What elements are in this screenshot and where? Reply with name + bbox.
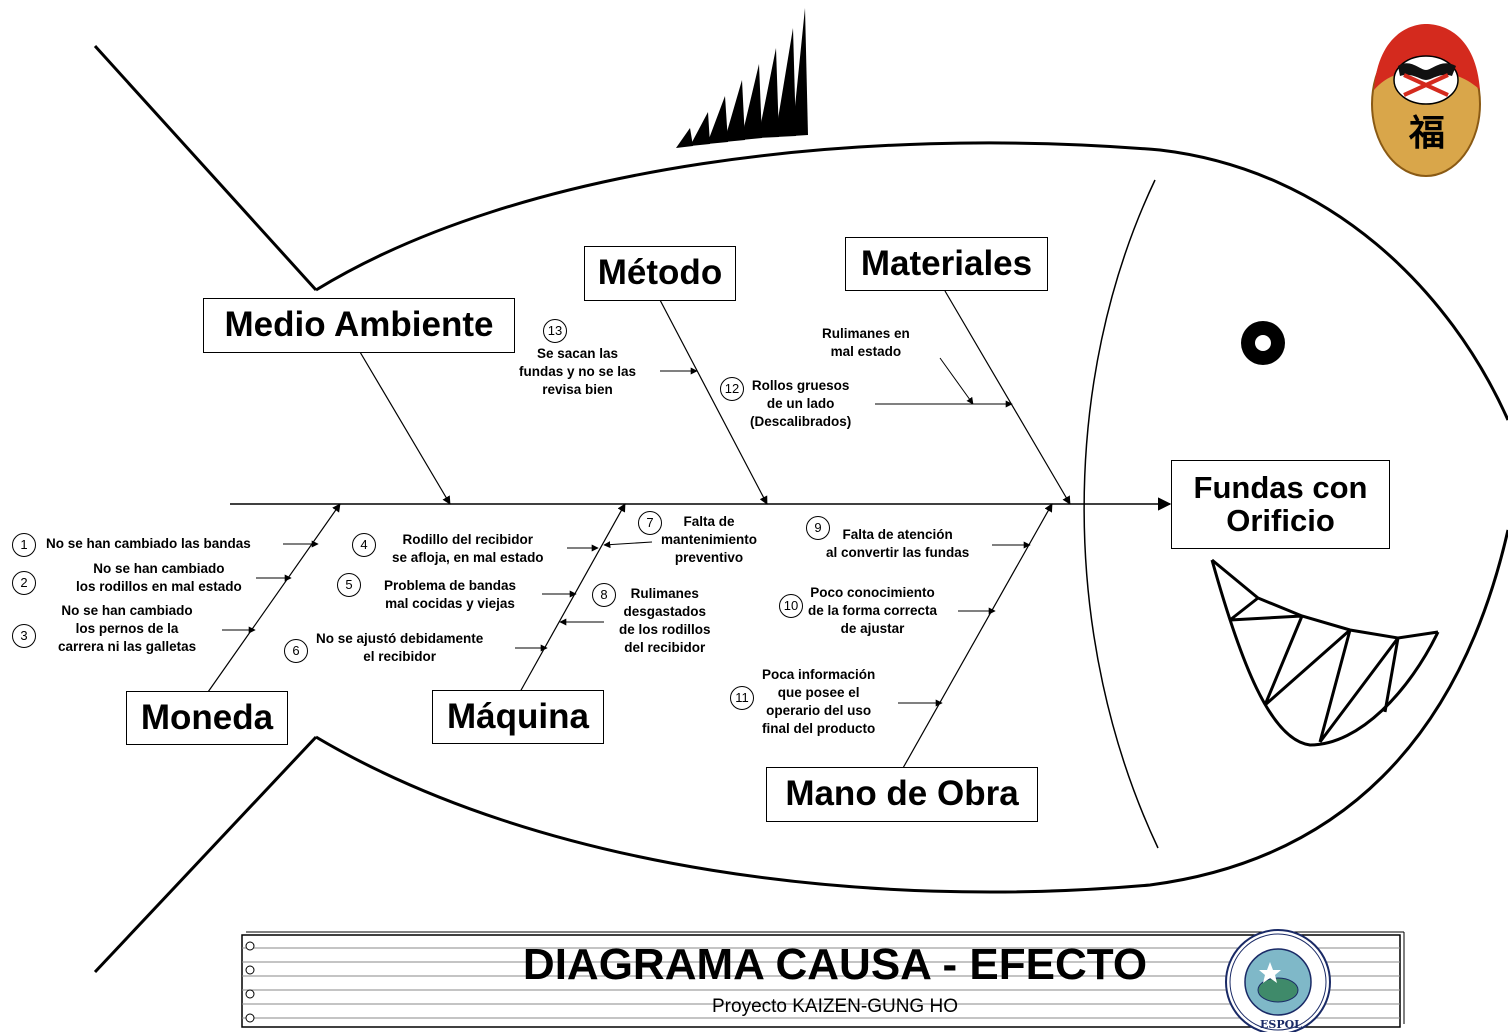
category-maquina: Máquina xyxy=(432,690,604,744)
category-metodo: Método xyxy=(584,246,736,301)
bone-materiales xyxy=(944,290,1071,505)
cause-number: 3 xyxy=(12,624,36,648)
category-mano-obra: Mano de Obra xyxy=(766,767,1038,822)
espol-seal xyxy=(1225,929,1331,1032)
daruma-glyph: 福 xyxy=(1408,113,1445,154)
tail-lower xyxy=(93,735,318,974)
cause-number: 10 xyxy=(779,594,803,618)
category-medio-ambiente: Medio Ambiente xyxy=(203,298,515,353)
diagram-title: DIAGRAMA CAUSA - EFECTO xyxy=(522,940,1148,989)
category-moneda: Moneda xyxy=(126,691,288,745)
cause-number: 7 xyxy=(638,511,662,535)
bone-medio-ambiente xyxy=(359,351,451,505)
gill-line xyxy=(1083,179,1159,849)
fish-mouth xyxy=(1210,558,1440,747)
cause-number: 12 xyxy=(720,377,744,401)
cause-number: 13 xyxy=(543,319,567,343)
effect-box: Fundas con Orificio xyxy=(1171,460,1390,549)
fish-body-bottom xyxy=(315,529,1508,894)
daruma-doll xyxy=(1371,24,1481,177)
fish-body-top xyxy=(315,141,1508,421)
cause-arrows xyxy=(222,357,1031,707)
bone-maquina xyxy=(519,503,626,693)
cause-number: 4 xyxy=(352,533,376,557)
diagram-subtitle: Proyecto KAIZEN-GUNG HO xyxy=(712,996,958,1017)
category-materiales: Materiales xyxy=(845,237,1048,291)
cause-number: 8 xyxy=(592,583,616,607)
bone-metodo xyxy=(659,299,768,505)
cause-number: 11 xyxy=(730,686,754,710)
seal-bottom-text: ESPOL xyxy=(1260,1018,1302,1031)
cause-number: 6 xyxy=(284,639,308,663)
cause-number: 2 xyxy=(12,571,36,595)
cause-text: No se han cambiado las bandas xyxy=(46,536,251,551)
banner-frame xyxy=(241,931,1405,1028)
dorsal-fin xyxy=(676,8,808,148)
tail-upper xyxy=(93,44,318,292)
cause-number: 9 xyxy=(806,516,830,540)
cause-number: 5 xyxy=(337,573,361,597)
bone-moneda xyxy=(207,503,341,693)
cause-number: 1 xyxy=(12,533,36,557)
